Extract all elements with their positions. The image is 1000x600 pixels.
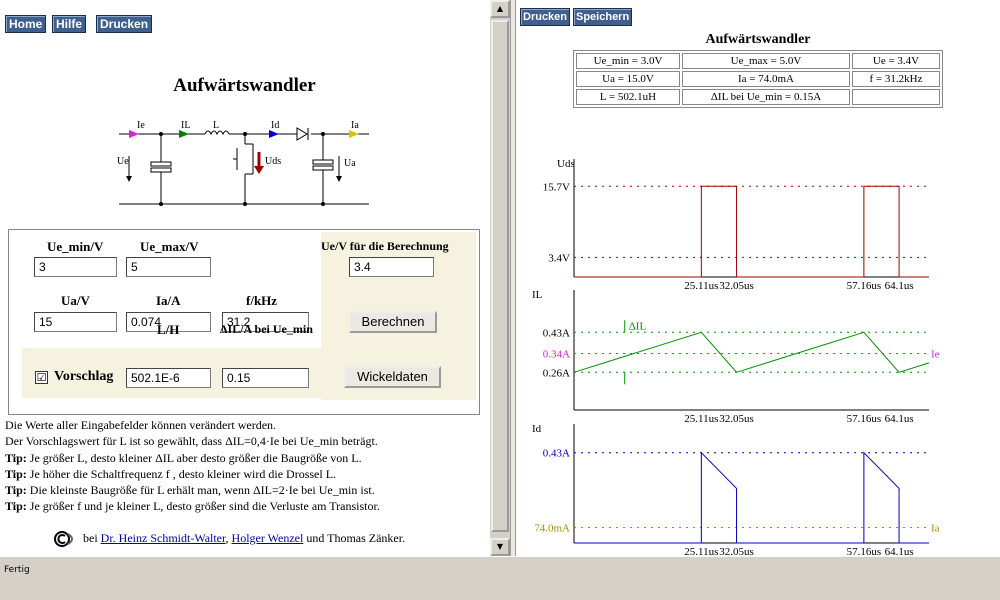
- author-link-wenzel[interactable]: Holger Wenzel: [231, 530, 304, 545]
- dil-label: ΔIL/A bei Ue_min: [220, 322, 313, 336]
- suggest-checkbox[interactable]: ☑: [35, 371, 48, 384]
- page-title: Aufwärtswandler: [173, 75, 316, 96]
- left-scrollbar[interactable]: ▲ ▼: [489, 0, 510, 556]
- scroll-thumb[interactable]: [491, 20, 509, 532]
- x-tick-label: 57.16us: [847, 413, 882, 425]
- right-print-button[interactable]: Drucken: [520, 8, 571, 26]
- save-button[interactable]: Speichern: [573, 8, 633, 26]
- tips-list: Die Werte aller Eingabefelder können ver…: [5, 417, 485, 515]
- delta-label: ΔIL: [629, 320, 647, 332]
- label-il: IL: [181, 120, 190, 131]
- x-tick-label: 25.11us: [684, 280, 718, 292]
- ia-input[interactable]: 0.074: [126, 312, 211, 332]
- x-tick-label: 25.11us: [684, 546, 718, 556]
- table-row: Ua = 15.0V Ia = 74.0mA f = 31.2kHz: [576, 71, 940, 87]
- f-label: f/kHz: [246, 293, 278, 308]
- x-tick-label: 32.05us: [719, 280, 754, 292]
- ia-label: Ia/A: [156, 293, 181, 308]
- waveform-series: [574, 451, 929, 544]
- suggest-label: Vorschlag: [54, 369, 114, 384]
- l-label: L/H: [157, 322, 180, 337]
- tip-line: Tip: Je höher die Schaltfrequenz f , des…: [5, 466, 337, 481]
- footer: bei Dr. Heinz Schmidt-Walter, Holger Wen…: [52, 530, 405, 548]
- label-ue: Ue: [117, 156, 129, 167]
- tip-line: Der Vorschlagswert für L ist so gewählt,…: [5, 434, 378, 449]
- x-tick-label: 25.11us: [684, 413, 718, 425]
- calculate-button[interactable]: Berechnen: [349, 311, 437, 333]
- ue-calc-label: Ue/V für die Berechnung: [321, 239, 449, 253]
- f-input[interactable]: 31.2: [222, 312, 309, 332]
- y-tick-label: 15.7V: [543, 181, 570, 193]
- tip-line: Tip: Je größer f und je kleiner L, desto…: [5, 499, 380, 514]
- scroll-up-icon[interactable]: ▲: [490, 0, 510, 18]
- y-tick-label: 74.0mA: [534, 522, 570, 534]
- x-tick-label: 32.05us: [719, 546, 754, 556]
- dil-input[interactable]: 0.15: [222, 368, 309, 388]
- frame-splitter[interactable]: [510, 0, 516, 556]
- right-frame: Drucken Speichern Aufwärtswandler Ue_min…: [516, 0, 1000, 556]
- y-axis-label: IL: [532, 289, 543, 301]
- table-row: Ue_min = 3.0V Ue_max = 5.0V Ue = 3.4V: [576, 53, 940, 69]
- results-table: Ue_min = 3.0V Ue_max = 5.0V Ue = 3.4V Ua…: [573, 50, 943, 108]
- ue-max-input[interactable]: 5: [126, 257, 211, 277]
- table-row: L = 502.1uH ΔIL bei Ue_min = 0.15A: [576, 89, 940, 105]
- ue-min-label: Ue_min/V: [47, 239, 104, 254]
- ua-input[interactable]: 15: [34, 312, 117, 332]
- y-axis-label: Id: [532, 423, 542, 435]
- waveform-series: [573, 331, 930, 373]
- x-tick-label: 32.05us: [719, 413, 754, 425]
- copyright-logo-icon: [54, 531, 73, 547]
- tip-line: Tip: Die kleinste Baugröße für L erhält …: [5, 483, 375, 498]
- print-button[interactable]: Drucken: [96, 15, 153, 33]
- label-ia: Ia: [351, 120, 359, 131]
- y-tick-label: 0.43A: [543, 327, 570, 339]
- label-id: Id: [271, 120, 279, 131]
- ua-label: Ua/V: [61, 293, 90, 308]
- winding-data-button[interactable]: Wickeldaten: [344, 366, 441, 388]
- x-tick-label: 57.16us: [847, 280, 882, 292]
- label-ie: Ie: [137, 120, 145, 131]
- ue-max-label: Ue_max/V: [140, 239, 199, 254]
- reference-label: Ia: [931, 522, 940, 534]
- home-button[interactable]: Home: [5, 15, 47, 33]
- x-tick-label: 64.1us: [885, 413, 914, 425]
- status-bar: Fertig: [0, 556, 1000, 600]
- tip-line: Die Werte aller Eingabefelder können ver…: [5, 418, 277, 432]
- left-frame: Home Hilfe Drucken Aufwärtswandler: [0, 0, 489, 556]
- result-title: Aufwärtswandler: [705, 32, 811, 47]
- label-ua: Ua: [344, 158, 356, 169]
- help-button[interactable]: Hilfe: [52, 15, 87, 33]
- tip-line: Tip: Je größer L, desto kleiner ΔIL aber…: [5, 450, 362, 465]
- y-tick-label: 3.4V: [548, 252, 570, 264]
- waveform-series: [574, 185, 929, 278]
- label-uds: Uds: [265, 156, 281, 167]
- y-tick-label: 0.34A: [543, 348, 570, 360]
- y-tick-label: 0.26A: [543, 367, 570, 379]
- input-form: Ue_min/V 3 Ue_max/V 5 Ue/V für die Berec…: [8, 229, 480, 415]
- x-tick-label: 57.16us: [847, 546, 882, 556]
- l-input[interactable]: 502.1E-6: [126, 368, 211, 388]
- y-axis-label: Uds: [557, 158, 575, 170]
- y-tick-label: 0.43A: [543, 448, 570, 460]
- ue-calc-input[interactable]: 3.4: [349, 257, 434, 277]
- reference-label: Ie: [931, 348, 940, 360]
- scroll-down-icon[interactable]: ▼: [490, 538, 510, 556]
- x-tick-label: 64.1us: [885, 546, 914, 556]
- label-l: L: [213, 120, 219, 131]
- ue-min-input[interactable]: 3: [34, 257, 117, 277]
- x-tick-label: 64.1us: [885, 280, 914, 292]
- boost-converter-schematic: Ie IL L Id Ia Ue Uds Ua: [117, 120, 369, 206]
- author-link-schmidt-walter[interactable]: Dr. Heinz Schmidt-Walter: [100, 530, 226, 545]
